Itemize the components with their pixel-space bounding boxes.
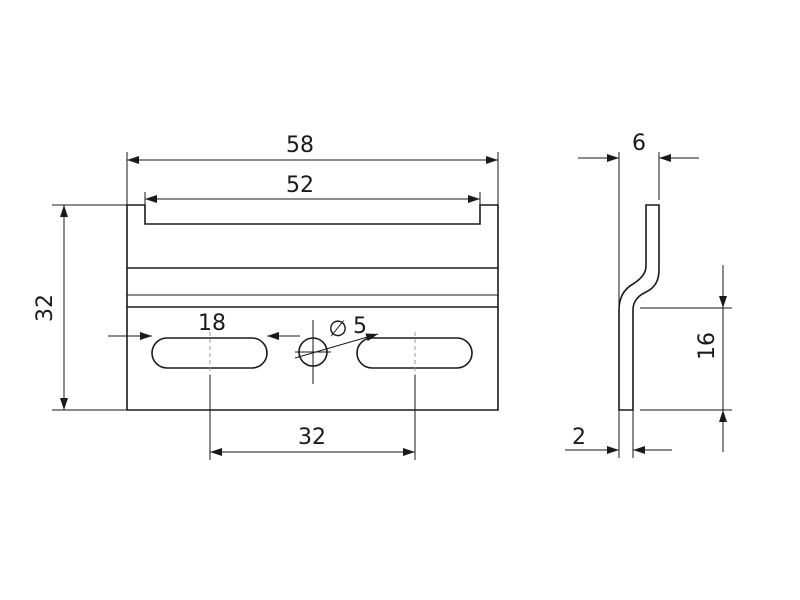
dim-label-5: 5 [353, 314, 367, 339]
dimension-inner-width: 52 [144, 173, 481, 224]
dimension-side-width: 6 [578, 131, 699, 410]
dim-label-18: 18 [198, 311, 226, 336]
dim-label-height-32: 32 [33, 294, 58, 322]
dimension-overall-width: 58 [126, 133, 499, 205]
dimension-slot-spacing: 32 [209, 375, 416, 460]
dim-label-58: 58 [286, 133, 314, 158]
dim-label-52: 52 [286, 173, 314, 198]
dim-label-6: 6 [632, 131, 646, 156]
dim-label-spacing-32: 32 [298, 425, 326, 450]
dimension-slot-length: 18 [108, 311, 300, 340]
dimension-hole-diameter: ∅ 5 [294, 314, 379, 359]
diameter-symbol: ∅ [328, 317, 347, 342]
dim-label-16: 16 [695, 332, 720, 360]
dim-label-2: 2 [572, 425, 586, 450]
dimension-thickness: 2 [565, 410, 672, 458]
front-view [126, 204, 499, 411]
dimension-height: 32 [33, 204, 127, 411]
dimension-bend-height: 16 [640, 265, 732, 452]
